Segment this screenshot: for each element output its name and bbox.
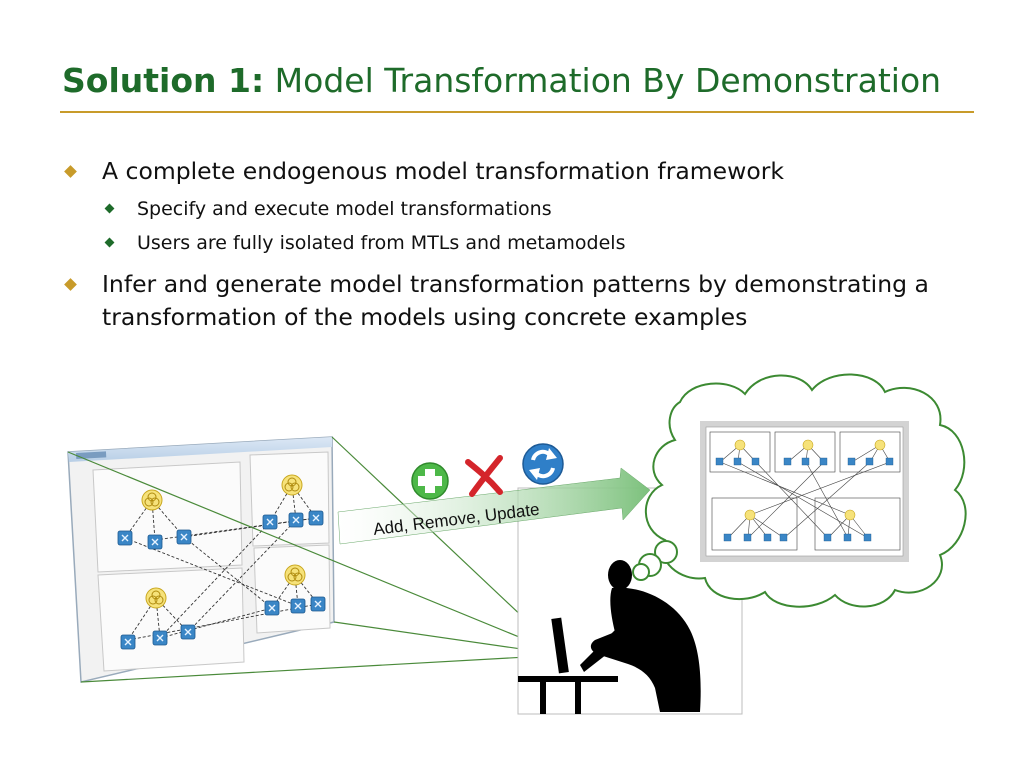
title-strong: Solution 1: [62,61,265,100]
remove-icon [465,455,503,497]
title-divider [60,111,974,113]
slide-title: Solution 1: Model Transformation By Demo… [62,62,982,100]
bullet-1: A complete endogenous model transformati… [62,155,992,188]
bullet-2: Infer and generate model transformation … [62,268,992,334]
bullet-2-text: Infer and generate model transformation … [102,270,929,331]
title-rest: Model Transformation By Demonstration [274,61,942,100]
bullet-1-text: A complete endogenous model transformati… [102,157,784,185]
bullet-list: A complete endogenous model transformati… [62,155,992,334]
person-silhouette-icon [518,560,701,714]
sub-bullet-2-text: Users are fully isolated from MTLs and m… [137,232,626,254]
sub-bullet-2: Users are fully isolated from MTLs and m… [62,230,992,256]
sub-bullet-1: Specify and execute model transformation… [62,196,992,222]
source-model-window [67,436,335,683]
sub-bullet-1-text: Specify and execute model transformation… [137,198,552,220]
add-icon [411,462,449,500]
demonstration-arrow [337,467,651,545]
target-model-window [700,421,909,562]
update-icon [522,443,564,485]
